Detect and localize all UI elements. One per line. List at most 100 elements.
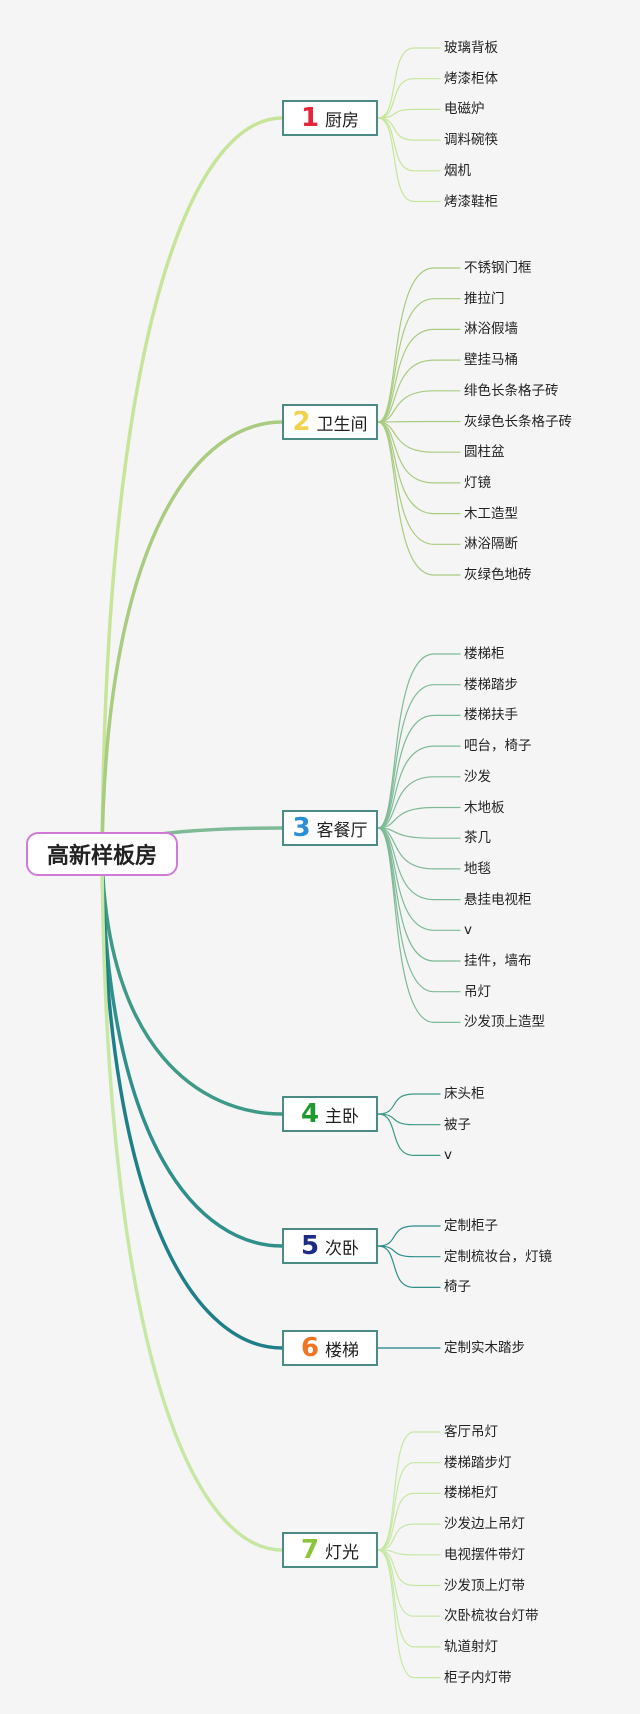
connector-line (377, 421, 461, 484)
leaf-item[interactable]: 烟机 (444, 162, 471, 179)
leaf-item[interactable]: 电视摆件带灯 (444, 1546, 525, 1563)
root-label: 高新样板房 (46, 844, 157, 869)
leaf-item[interactable]: 茶几 (464, 830, 491, 847)
connector-line (377, 776, 461, 829)
leaf-item[interactable]: 灰绿色地砖 (464, 567, 532, 583)
leaf-item[interactable]: 悬挂电视柜 (464, 891, 532, 908)
leaf-item[interactable]: 楼梯柜 (464, 646, 505, 662)
connector-line (377, 827, 461, 931)
connector-line (377, 827, 461, 1023)
leaf-item[interactable]: 吧台，椅子 (464, 738, 532, 755)
leaf-item[interactable]: 地毯 (464, 860, 491, 877)
connector-line (377, 108, 441, 119)
branch-label: 楼梯 (325, 1340, 360, 1361)
branch-label: 客餐厅 (316, 820, 368, 841)
branch-number: 1 (300, 103, 320, 133)
leaf-item[interactable]: 烤漆鞋柜 (444, 193, 498, 210)
leaf-item[interactable]: 被子 (444, 1116, 471, 1133)
leaf-item[interactable]: 客厅吊灯 (444, 1424, 498, 1440)
connector-line (377, 1113, 441, 1126)
leaf-item[interactable]: 楼梯踏步灯 (444, 1454, 512, 1471)
connector-line (377, 1113, 441, 1156)
leaf-item[interactable]: 楼梯踏步 (464, 676, 518, 693)
leaf-item[interactable]: 柜子内灯带 (444, 1669, 512, 1686)
connector-line (100, 420, 284, 856)
connector-line (377, 359, 461, 423)
connector-line (377, 47, 441, 119)
root-node[interactable]: 高新样板房 (26, 832, 178, 876)
branch-label: 灯光 (325, 1542, 360, 1563)
leaf-item[interactable]: 电磁炉 (444, 101, 485, 118)
leaf-item[interactable]: 沙发 (464, 768, 491, 785)
connector-line (377, 1549, 441, 1679)
connector-line (377, 653, 461, 829)
leaf-item[interactable]: 圆柱盆 (464, 444, 505, 461)
branch-label: 次卧 (325, 1238, 360, 1259)
leaf-item[interactable]: 定制柜子 (444, 1218, 498, 1234)
leaf-item[interactable]: 木地板 (464, 799, 505, 816)
leaf-item[interactable]: 轨道射灯 (444, 1638, 498, 1655)
connector-line (100, 852, 284, 1248)
branch-label: 卫生间 (316, 414, 368, 435)
leaf-item[interactable]: 调料碗筷 (444, 132, 498, 149)
connector-line (377, 745, 461, 829)
connector-line (377, 1462, 441, 1551)
leaf-item[interactable]: v (464, 922, 472, 939)
connector-line (377, 1549, 441, 1648)
leaf-item[interactable]: 烤漆柜体 (444, 70, 498, 87)
leaf-item[interactable]: 定制梳妆台，灯镜 (444, 1248, 552, 1265)
connector-line (377, 1523, 441, 1551)
leaf-item[interactable]: 次卧梳妆台灯带 (444, 1608, 539, 1625)
branch-number: 4 (300, 1099, 320, 1129)
leaf-item[interactable]: 椅子 (444, 1279, 471, 1296)
leaf-item[interactable]: 楼梯扶手 (464, 707, 518, 724)
branch-number: 7 (300, 1535, 320, 1565)
connector-line (377, 117, 441, 172)
leaf-item[interactable]: 灯镜 (464, 474, 491, 491)
connector-line (377, 117, 441, 141)
connector-line (377, 827, 461, 870)
connector-line (377, 1431, 441, 1551)
connector-line (377, 1225, 441, 1247)
connector-line (377, 298, 461, 423)
leaf-item[interactable]: 玻璃背板 (444, 40, 498, 56)
connector-line (377, 420, 461, 423)
branch-label: 厨房 (325, 110, 360, 131)
leaf-item[interactable]: 吊灯 (464, 983, 491, 1000)
leaf-item[interactable]: 床头柜 (444, 1086, 485, 1102)
leaf-item[interactable]: 木工造型 (464, 505, 518, 522)
leaf-item[interactable]: 沙发顶上造型 (464, 1014, 545, 1031)
connector-line (377, 806, 461, 829)
leaf-item[interactable]: v (444, 1147, 452, 1164)
connector-line (100, 852, 284, 1350)
leaf-item[interactable]: 不锈钢门框 (464, 260, 532, 276)
connector-line (377, 827, 461, 839)
connector-line (377, 1245, 441, 1288)
leaf-item[interactable]: 淋浴隔断 (464, 536, 518, 553)
branch-number: 6 (300, 1333, 320, 1363)
connector-line (377, 1549, 441, 1587)
leaf-item[interactable]: 推拉门 (464, 290, 505, 307)
connector-line (377, 684, 461, 829)
leaf-item[interactable]: 挂件，墙布 (464, 953, 532, 969)
leaf-item[interactable]: 灰绿色长条格子砖 (464, 413, 572, 430)
connector-line (377, 390, 461, 423)
leaf-item[interactable]: 绯色长条格子砖 (464, 382, 559, 399)
leaf-item[interactable]: 沙发顶上灯带 (444, 1577, 525, 1594)
connector-line (377, 267, 461, 423)
leaf-item[interactable]: 沙发边上吊灯 (444, 1516, 525, 1533)
leaf-item[interactable]: 定制实木踏步 (444, 1340, 525, 1356)
leaf-item[interactable]: 壁挂马桶 (464, 352, 518, 369)
connector-line (377, 421, 461, 576)
leaf-item[interactable]: 淋浴假墙 (464, 321, 518, 338)
connector-line (377, 1245, 441, 1258)
leaf-item[interactable]: 楼梯柜灯 (444, 1485, 498, 1502)
